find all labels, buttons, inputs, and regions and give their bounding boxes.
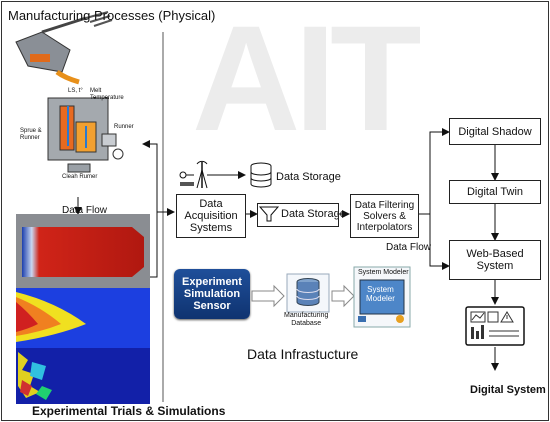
simulation-images — [16, 214, 150, 404]
data-storage-top-label: Data Storage — [276, 171, 341, 183]
database-icon — [250, 162, 272, 188]
melt-temperature-label: Melt Temperature — [90, 88, 124, 101]
data-filtering-box: Data Filtering Solvers & Interpolators — [350, 194, 419, 238]
data-infrastructure-label: Data Infrastucture — [247, 346, 359, 362]
manufacturing-database-label: Manufacturing Database — [284, 312, 329, 327]
watermark: AIT — [192, 1, 422, 162]
data-acquisition-box: Data Acquisition Systems — [176, 194, 246, 238]
funnel-icon — [258, 206, 280, 222]
casting-process-illustration — [15, 11, 124, 173]
right-data-flow-label: Data Flow — [386, 242, 432, 253]
digital-system-label: Digital System — [470, 384, 546, 396]
experiment-simulation-sensor: Experiment Simulation Sensor — [174, 269, 250, 319]
sensor-icon — [179, 160, 208, 189]
system-modeler-top-label: System Modeler — [358, 269, 409, 276]
experimental-caption: Experimental Trials & Simulations — [32, 404, 226, 418]
web-based-system-box: Web-Based System — [449, 240, 541, 280]
system-modeler-inner-label: System Modeler — [366, 285, 395, 303]
clean-runner-label: Cleah Rumer — [62, 174, 98, 180]
dashboard-monitor-icon — [465, 306, 525, 346]
ls-tag-label: LS, t° — [68, 88, 83, 94]
system-modeler-icon — [353, 266, 411, 328]
digital-shadow-box: Digital Shadow — [449, 118, 541, 145]
sprue-runner-label: Sprue & Runner — [20, 128, 42, 141]
data-storage-mid-box — [257, 203, 339, 227]
data-storage-mid-label: Data Storage — [281, 208, 346, 220]
page-title: Manufacturing Processes (Physical) — [8, 8, 216, 23]
runner-label: Runner — [114, 124, 134, 130]
digital-twin-box: Digital Twin — [449, 180, 541, 204]
left-data-flow-label: Data Flow — [62, 205, 108, 216]
manufacturing-database-icon — [286, 273, 330, 313]
